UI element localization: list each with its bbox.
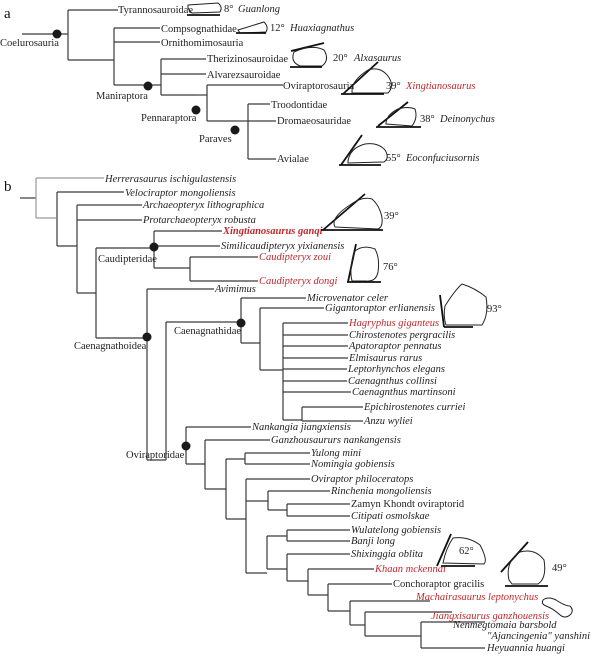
panel-b-tree	[20, 177, 485, 649]
taxon-therizinosauroidae: Therizinosauroidae	[207, 54, 288, 65]
node-caenagnathidae	[236, 318, 246, 328]
taxon-label: Velociraptor mongoliensis	[125, 188, 236, 199]
taxon-label: Apatoraptor pennatus	[348, 341, 441, 352]
taxon-label: Conchoraptor gracilis	[393, 579, 484, 590]
panel-a-tree	[22, 9, 283, 160]
panel-a-label: a	[4, 6, 11, 22]
taxon-label: Herrerasaurus ischigulastensis	[104, 174, 236, 185]
taxon-ornithomimosauria: Ornithomimosauria	[161, 38, 244, 49]
claw-icon-khaan	[436, 533, 486, 567]
taxon-label: Zamyn Khondt oviraptorid	[351, 499, 465, 510]
claw-icon-hagryphus	[439, 283, 488, 328]
angle-xingtianosaurus: 39°	[384, 211, 399, 222]
taxon-label: Similicaudipteryx yixianensis	[221, 241, 344, 252]
clade-label-paraves: Paraves	[199, 134, 232, 145]
clade-label-coelurosauria: Coelurosauria	[0, 38, 59, 49]
example-alxasaurus: Alxasaurus	[353, 53, 401, 64]
taxon-label: Wulatelong gobiensis	[351, 525, 441, 536]
angle-compsognathidae: 12°	[270, 23, 285, 34]
taxon-label: Yulong mini	[311, 448, 361, 459]
taxon-label: Epichirostenotes curriei	[363, 402, 465, 413]
taxon-label: Caudipteryx dongi	[259, 276, 338, 287]
taxon-alvarezsauroidae: Alvarezsauroidae	[207, 70, 281, 81]
node-caudipteridae	[149, 242, 159, 252]
claw-icon-therizinosauroidae	[290, 42, 328, 68]
angle-therizinosauroidae: 20°	[333, 53, 348, 64]
example-xingtianosaurus: Xingtianosaurus	[405, 81, 475, 92]
clade-label-caudipteridae: Caudipteridae	[98, 254, 157, 265]
taxon-troodontidae: Troodontidae	[271, 100, 328, 111]
taxon-label: Chirostenotes pergracilis	[349, 330, 455, 341]
example-huaxiagnathus: Huaxiagnathus	[289, 23, 354, 34]
taxon-tyrannosauroidae: Tyrannosauroidae	[118, 5, 193, 16]
taxon-label: Caenagnthus collinsi	[348, 376, 437, 387]
taxon-label: Machairasaurus leptonychus	[415, 592, 538, 603]
taxon-label: Leptorhynchos elegans	[347, 364, 445, 375]
taxon-label: Protarchaeopteryx robusta	[142, 215, 256, 226]
taxon-label: Jiangxisaurus ganzhouensis	[431, 611, 549, 622]
claw-icon-avialae	[339, 134, 388, 166]
taxon-label-xingtianosaurus-ganqi: Xingtianosaurus ganqi	[222, 226, 323, 237]
claw-icon-tyrannosauroidae	[187, 2, 222, 16]
node-paraves	[230, 125, 240, 135]
angle-khaan: 62°	[459, 546, 474, 557]
claw-icon-caudipteryx	[347, 243, 381, 283]
taxon-label: Nomingia gobiensis	[310, 459, 395, 470]
taxon-dromaeosauridae: Dromaeosauridae	[277, 116, 351, 127]
claw-icon-compsognathidae	[236, 21, 268, 34]
taxon-label: Avimimus	[214, 284, 256, 295]
angle-oviraptorosauria: 39°	[386, 81, 401, 92]
taxon-label: Oviraptor philoceratops	[311, 474, 413, 485]
angle-machairasaurus: 49°	[552, 563, 567, 574]
claw-icon-oviraptorosauria	[341, 61, 392, 95]
claw-icon-dromaeosauridae	[376, 101, 421, 128]
taxon-label: Gigantoraptor erlianensis	[325, 303, 435, 314]
angle-caudipteryx: 76°	[383, 262, 398, 273]
node-maniraptora	[143, 81, 153, 91]
angle-tyrannosauroidae: 8°	[224, 4, 233, 15]
taxon-label: Shixinggia oblita	[351, 549, 423, 560]
clade-label-caenagnathidae: Caenagnathidae	[174, 326, 241, 337]
taxon-label: Banji long	[351, 536, 395, 547]
example-guanlong: Guanlong	[238, 4, 280, 15]
node-caenagnathoidea	[142, 332, 152, 342]
taxon-avialae: Avialae	[277, 154, 309, 165]
taxon-label: Caudipteryx zoui	[259, 252, 331, 263]
taxon-label: Microvenator celer	[306, 293, 389, 304]
node-pennaraptora	[191, 105, 201, 115]
claw-icon-jiangxisaurus	[541, 597, 573, 618]
claw-icon-machairasaurus	[500, 541, 548, 587]
taxon-label: Archaeopteryx lithographica	[142, 200, 264, 211]
angle-hagryphus: 93°	[487, 304, 502, 315]
clade-label-caenagnathoidea: Caenagnathoidea	[74, 341, 147, 352]
taxon-oviraptorosauria: Oviraptorosauria	[283, 81, 354, 92]
panel-b-label: b	[4, 179, 12, 195]
taxon-label: Rinchenia mongoliensis	[330, 486, 432, 497]
taxon-label: "Ajancingenia" yanshini	[487, 631, 590, 642]
node-oviraptoridae	[181, 441, 191, 451]
example-deinonychus: Deinonychus	[439, 114, 495, 125]
taxon-compsognathidae: Compsognathidae	[161, 24, 237, 35]
clade-label-maniraptora: Maniraptora	[96, 91, 148, 102]
taxon-label: Ganzhousaururs nankangensis	[271, 435, 401, 446]
taxon-label: Nenmegtomaia barsbold	[452, 620, 557, 631]
taxon-label: Caenagnthus martinsoni	[352, 387, 456, 398]
taxon-label: Khaan mckennai	[374, 564, 446, 575]
taxon-label: Hagryphus giganteus	[348, 318, 439, 329]
angle-dromaeosauridae: 38°	[420, 114, 435, 125]
example-eoconfuciusornis: Eoconfuciusornis	[405, 153, 480, 164]
clade-label-pennaraptora: Pennaraptora	[141, 113, 197, 124]
taxon-label: Citipati osmolskae	[351, 511, 430, 522]
taxon-label: Elmisaurus rarus	[348, 353, 422, 364]
clade-label-oviraptoridae: Oviraptoridae	[126, 450, 185, 461]
taxon-label: Nankangia jiangxiensis	[251, 422, 351, 433]
node-coelurosauria	[52, 29, 62, 39]
taxon-label: Anzu wyliei	[363, 416, 413, 427]
claw-icon-xingtianosaurus	[321, 193, 383, 231]
taxon-label: Heyuannia huangi	[486, 643, 565, 654]
angle-avialae: 55°	[386, 153, 401, 164]
